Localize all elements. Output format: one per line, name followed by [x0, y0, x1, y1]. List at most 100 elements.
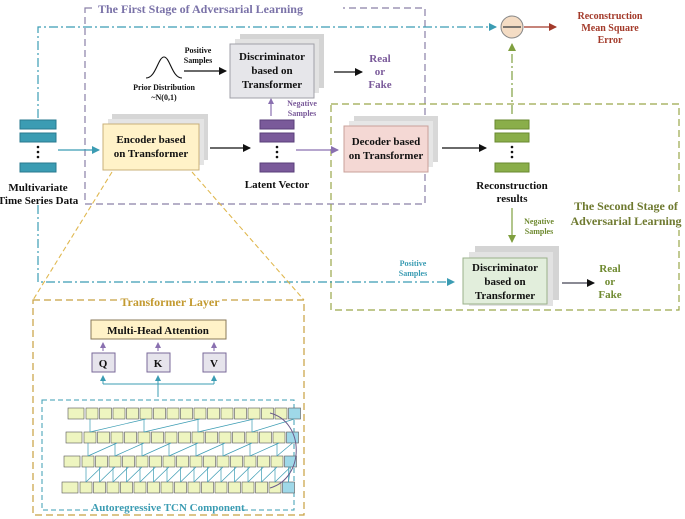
tcn-cell [164, 431, 178, 444]
discriminator1-block: Discriminator based on Transformer [229, 34, 324, 99]
tcn-cell [133, 481, 147, 494]
tcn-connection [112, 466, 129, 483]
reconstruction-stack: Reconstruction results [476, 119, 548, 205]
mse-label-line1: Reconstruction [578, 11, 643, 22]
tcn-cell [65, 431, 83, 444]
stage2-title-line2: Adversarial Learning [571, 214, 682, 228]
tcn-connection [87, 442, 118, 457]
positive-samples-2-line1: Positive [400, 259, 427, 268]
tcn-cell [220, 407, 234, 420]
input-bar [19, 119, 57, 130]
encoder-label-line1: Encoder based [116, 134, 185, 146]
attention-label: Multi-Head Attention [107, 325, 209, 337]
zoom-lines [32, 171, 305, 301]
tcn-cell [270, 455, 284, 468]
tcn-cell [228, 481, 241, 494]
tcn-cell [149, 455, 162, 468]
tcn-cell [205, 431, 218, 444]
stage1-region: The First Stage of Adversarial Learning [84, 2, 426, 205]
tcn-cell [108, 455, 122, 468]
reconstruction-bar [494, 119, 530, 130]
tcn-connection [141, 442, 172, 457]
tcn-cell [187, 481, 201, 494]
decoder-label-line2: on Transformer [349, 150, 424, 162]
discriminator2-block: Discriminator based on Transformer [462, 246, 559, 306]
encoder-block: Encoder based on Transformer [102, 114, 208, 171]
tcn-connection [274, 466, 291, 483]
tcn-cell [79, 481, 93, 494]
mse-label-line2: Mean Square [581, 23, 639, 34]
tcn-connection [126, 466, 143, 483]
tcn-cell [214, 481, 228, 494]
tcn-cell [122, 455, 135, 468]
multi-head-attention-box [90, 319, 227, 340]
tcn-cell [232, 431, 245, 444]
query-label: Q [99, 358, 108, 370]
input-stack: Multivariate Time Series Data [0, 119, 79, 207]
tcn-cell [153, 407, 166, 420]
tcn-cell [137, 431, 151, 444]
tcn-cell [176, 455, 189, 468]
reconstruction-bar [494, 162, 530, 173]
real-fake-1-line1: Real [369, 53, 390, 65]
tcn-connection [99, 466, 116, 483]
tcn-connection [207, 466, 224, 483]
reconstruction-label-line1: Reconstruction [476, 180, 548, 192]
tcn-cell [85, 407, 99, 420]
stage2-title-line1: The Second Stage of [574, 199, 679, 213]
tcn-connection [193, 466, 210, 483]
tcn-connection [220, 466, 237, 483]
transformer-layer: Transformer Layer Multi-Head Attention Q… [32, 295, 305, 516]
negative-samples-2-line2: Samples [525, 227, 553, 236]
prior-label-line2: ~N(0,1) [151, 93, 177, 102]
key-box [146, 352, 171, 373]
tcn-layers [61, 407, 301, 494]
latent-bar [259, 132, 295, 143]
tcn-connection [247, 466, 264, 483]
tcn-cell [112, 407, 126, 420]
tcn-cell [288, 407, 301, 420]
query-box [91, 352, 116, 373]
tcn-cell [272, 431, 286, 444]
stage1-title: The First Stage of Adversarial Learning [98, 2, 303, 16]
latent-bar [259, 162, 295, 173]
tcn-connection [180, 466, 197, 483]
tcn-connection [85, 466, 102, 483]
tcn-cell [126, 407, 139, 420]
teal-connectors [37, 23, 497, 286]
decoder-block: Decoder based on Transformer [343, 116, 438, 173]
transformer-layer-title: Transformer Layer [120, 295, 220, 309]
decoder-label-line1: Decoder based [352, 136, 421, 148]
tcn-connection [249, 442, 280, 457]
tcn-cell [201, 481, 214, 494]
tcn-cell [193, 407, 207, 420]
mse-node [500, 15, 524, 39]
discriminator1-line1: Discriminator [239, 51, 305, 63]
tcn-connection [143, 418, 201, 433]
input-bar [19, 162, 57, 173]
value-box [202, 352, 227, 373]
tcn-cell [241, 481, 255, 494]
tcn-skip-connection [269, 412, 297, 489]
discriminator2-line3: Transformer [475, 290, 535, 302]
negative-samples-1-line2: Samples [288, 109, 316, 118]
input-label-line1: Multivariate [8, 182, 67, 194]
prior-label-line1: Prior Distribution [133, 83, 195, 92]
encoder-label-line2: on Transformer [114, 148, 189, 160]
tcn-cell [191, 431, 205, 444]
tcn-cell [93, 481, 106, 494]
tcn-cell [203, 455, 216, 468]
tcn-connection [114, 442, 145, 457]
tcn-connection [251, 418, 295, 433]
tcn-cell [247, 407, 261, 420]
tcn-cell [261, 407, 274, 420]
tcn-connection [168, 442, 199, 457]
tcn-connection [261, 466, 278, 483]
decoder-box [343, 125, 429, 173]
tcn-cell [230, 455, 243, 468]
positive-samples-2-line2: Samples [399, 269, 427, 278]
input-bar [19, 132, 57, 143]
tcn-cell [218, 431, 232, 444]
input-label-line2: Time Series Data [0, 195, 79, 207]
